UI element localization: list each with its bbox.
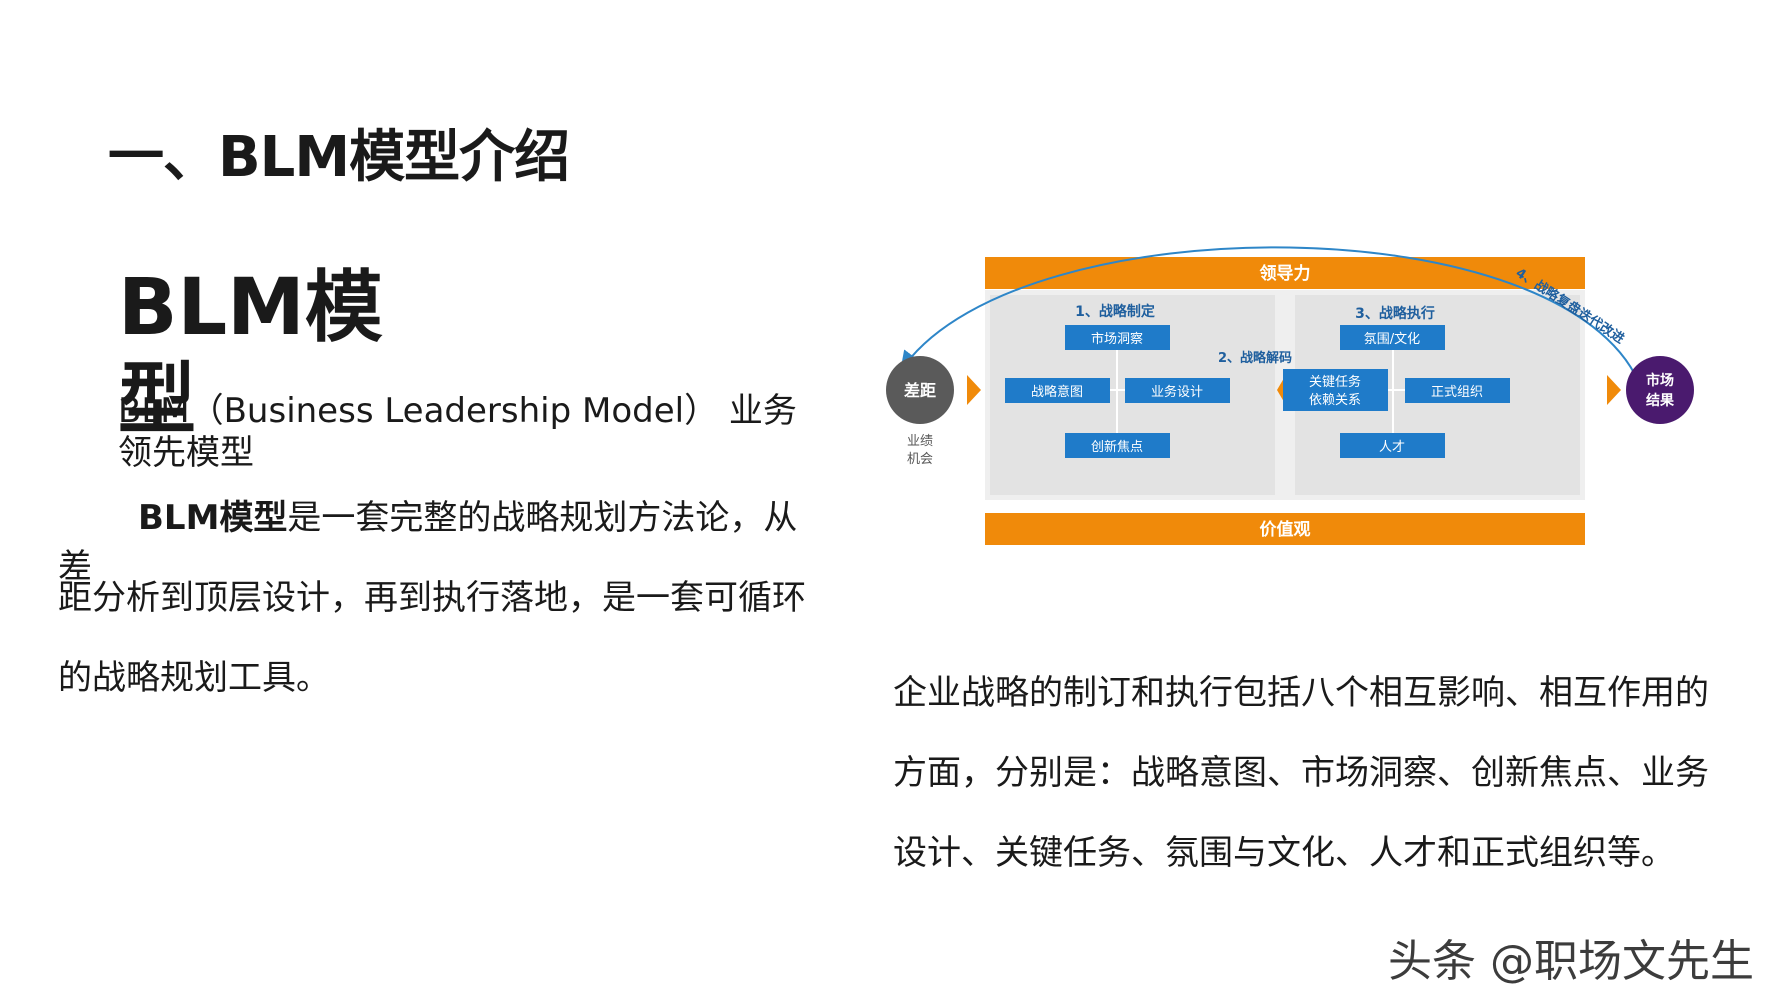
watermark: 头条 @职场文先生 <box>1388 936 1754 987</box>
box-innovation-focus <box>1065 433 1170 458</box>
box-innovation-focus-label: 创新焦点 <box>1091 439 1143 455</box>
values-label: 价值观 <box>1260 519 1311 540</box>
gap-label: 差距 <box>904 381 936 400</box>
market-result-circle <box>1626 356 1694 424</box>
market-result-label-2: 结果 <box>1646 392 1675 409</box>
right-paragraph-line-1: 企业战略的制订和执行包括八个相互影响、相互作用的 <box>893 673 1709 713</box>
box-business-design <box>1125 378 1230 403</box>
leadership-label: 领导力 <box>1260 263 1311 284</box>
right-paragraph-line-3: 设计、关键任务、氛围与文化、人才和正式组织等。 <box>893 833 1675 873</box>
box-talent-label: 人才 <box>1379 440 1405 455</box>
gap-arrow <box>967 375 981 405</box>
left-paragraph-line-1-text: 是一套完整的战略规划方法论，从差 <box>58 498 798 587</box>
result-arrow <box>1607 375 1621 405</box>
box-market-insight <box>1065 325 1170 350</box>
box-formal-org-label: 正式组织 <box>1431 385 1483 400</box>
box-business-design-label: 业务设计 <box>1151 384 1203 400</box>
box-strategic-intent-label: 战略意图 <box>1031 384 1083 400</box>
market-result-label-1: 市场 <box>1646 372 1674 389</box>
gap-circle <box>886 356 954 424</box>
box-market-insight-label: 市场洞察 <box>1091 331 1143 347</box>
box-key-tasks <box>1283 369 1388 411</box>
box-key-tasks-label-2: 依赖关系 <box>1309 393 1361 408</box>
left-paragraph-line-2: 距分析到顶层设计，再到执行落地，是一套可循环 <box>58 578 806 618</box>
right-paragraph-line-2: 方面，分别是：战略意图、市场洞察、创新焦点、业务 <box>893 753 1709 793</box>
box-key-tasks-label-1: 关键任务 <box>1309 374 1361 390</box>
left-paragraph-line-3: 的战略规划工具。 <box>58 658 330 698</box>
step3-label: 3、战略执行 <box>1355 305 1435 322</box>
model-heading: BLM模型 <box>118 263 383 445</box>
blm-diagram: 领导力 价值观 4、战略复盘迭代改进 差距 业绩 机会 市场 结果 1、战略制定… <box>886 246 1694 545</box>
leadership-bar <box>985 257 1585 289</box>
values-bar <box>985 513 1585 545</box>
left-paragraph-bold: BLM模型 <box>138 498 288 538</box>
box-formal-org <box>1405 378 1510 403</box>
gap-sub-2: 机会 <box>907 452 933 467</box>
step2-label: 2、战略解码 <box>1218 350 1292 366</box>
box-atmosphere-culture-label: 氛围/文化 <box>1364 332 1420 347</box>
feedback-arc <box>900 246 1641 386</box>
gap-sub-1: 业绩 <box>907 434 933 449</box>
left-paragraph-line-1: BLM模型是一套完整的战略规划方法论，从差 <box>58 490 828 588</box>
box-talent <box>1340 433 1445 458</box>
step1-label: 1、战略制定 <box>1075 303 1155 320</box>
box-strategic-intent <box>1005 378 1110 403</box>
box-atmosphere-culture <box>1340 325 1445 350</box>
model-subtitle: BLM（Business Leadership Model） 业务领先模型 <box>118 391 797 473</box>
section-title: 一、BLM模型介绍 <box>108 125 570 190</box>
